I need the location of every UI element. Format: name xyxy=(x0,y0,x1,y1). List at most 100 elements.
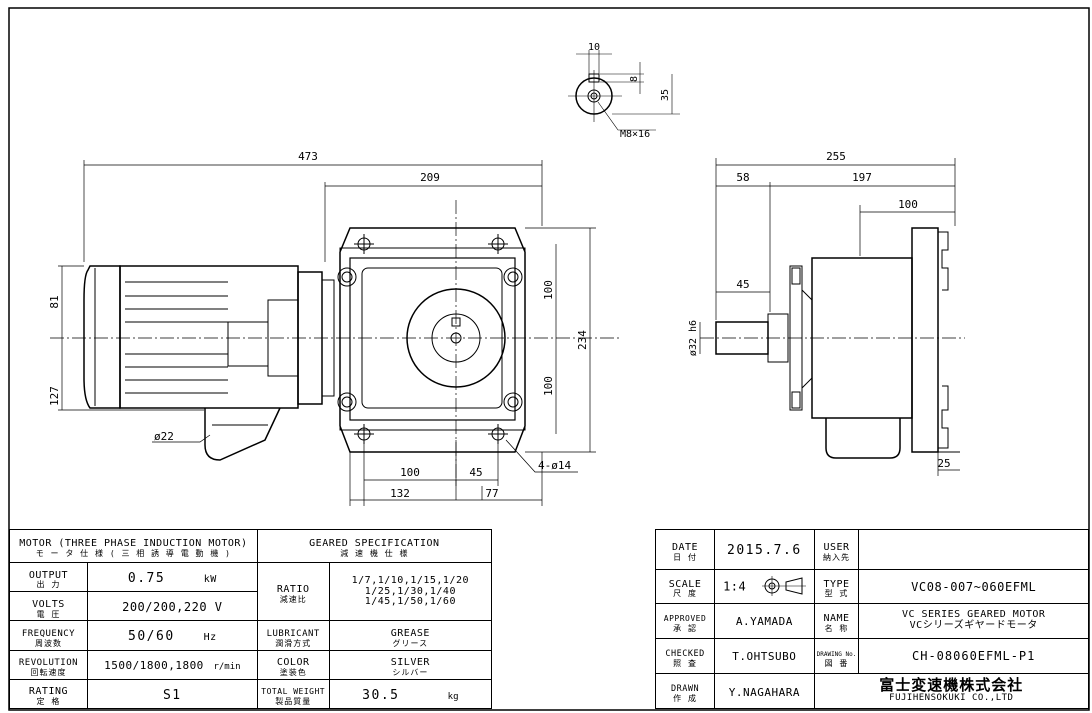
dim-shaft-len: 45 xyxy=(736,278,749,291)
date-label-en: DATE xyxy=(671,541,699,553)
freq-label-en: FREQUENCY xyxy=(21,628,76,639)
motor-header: MOTOR (THREE PHASE INDUCTION MOTOR)モ ー タ… xyxy=(9,528,258,564)
gear-header-en: GEARED SPECIFICATION xyxy=(309,538,440,550)
date-label-jp: 日 付 xyxy=(673,552,697,562)
ratio-label-jp: 減速比 xyxy=(279,595,307,605)
checked-label-en: CHECKED xyxy=(665,649,705,660)
dim-side-right: 197 xyxy=(852,171,872,184)
approved-value: A.YAMADA xyxy=(714,602,815,639)
volts-value: 200/200,220 V xyxy=(86,591,258,622)
dim-overall-length: 473 xyxy=(298,150,318,163)
checked-label-jp: 照 査 xyxy=(673,659,697,669)
lub-label-en: LUBRICANT xyxy=(266,628,320,639)
rev-label-jp: 回転速度 xyxy=(30,667,67,677)
gear-header-jp: 減 速 機 仕 様 xyxy=(340,549,409,559)
dim-side-flange: 100 xyxy=(898,198,918,211)
spec-table: MOTOR (THREE PHASE INDUCTION MOTOR)モ ー タ… xyxy=(9,528,493,710)
dim-foot-thick: 25 xyxy=(937,457,950,470)
checked-value-text: T.OHTSUBO xyxy=(732,650,797,664)
drawno-label-en: DRAWING No. xyxy=(816,651,857,659)
output-value-num: 0.75 xyxy=(127,570,166,586)
drawn-label-en: DRAWN xyxy=(670,684,700,695)
scale-value: 1:4 xyxy=(714,568,815,604)
dim-base-offset: 77 xyxy=(485,487,498,500)
dim-half-upper: 100 xyxy=(542,280,555,300)
approved-label-jp: 承 認 xyxy=(673,623,697,633)
drawn-value: Y.NAGAHARA xyxy=(714,672,815,710)
volts-value-text: 200/200,220 V xyxy=(122,600,223,614)
dim-side-left: 58 xyxy=(736,171,749,184)
color-value-jp: シルバー xyxy=(392,667,429,677)
dim-half-lower: 100 xyxy=(542,376,555,396)
type-label-jp: 型 式 xyxy=(824,589,849,599)
freq-label-jp: 周波数 xyxy=(34,638,62,648)
rating-label-en: RATING xyxy=(28,686,69,698)
weight-unit: kg xyxy=(447,691,459,702)
drawno-label: DRAWING No.図 番 xyxy=(813,637,860,674)
scale-label-en: SCALE xyxy=(668,578,702,590)
motor-header-en: MOTOR (THREE PHASE INDUCTION MOTOR) xyxy=(19,538,248,550)
side-view xyxy=(699,158,965,476)
dim-holes: 4-ø14 xyxy=(538,459,571,472)
front-view xyxy=(50,160,620,506)
dim-cable-dia: ø22 xyxy=(154,430,174,443)
freq-unit: Hz xyxy=(203,632,217,644)
weight-value: 30.5 kg xyxy=(328,678,493,710)
lub-value-en: GREASE xyxy=(390,627,430,639)
checked-value: T.OHTSUBO xyxy=(714,637,815,674)
name-label-jp: 名 称 xyxy=(824,623,849,633)
output-unit: kW xyxy=(203,573,217,585)
dim-key-depth: 8 xyxy=(629,76,640,82)
color-value-en: SILVER xyxy=(390,657,430,669)
company-name-jp: 富士変速機株式会社 xyxy=(879,676,1024,695)
date-value-text: 2015.7.6 xyxy=(727,542,802,558)
color-label-en: COLOR xyxy=(276,657,310,669)
freq-value: 50/60 Hz xyxy=(86,620,258,651)
ratio-line-2: 1/25,1/30,1/40 xyxy=(364,585,456,597)
name-value-en: VC SERIES GEARED MOTOR xyxy=(901,609,1046,621)
volts-label-jp: 電 圧 xyxy=(36,609,61,619)
dim-total-height: 234 xyxy=(576,330,589,350)
dim-mount-edge: 45 xyxy=(469,466,482,479)
drawno-value: CH-08060EFML-P1 xyxy=(858,637,1089,674)
user-label-jp: 納入先 xyxy=(823,552,850,562)
user-value xyxy=(858,529,1089,570)
projection-symbol-icon xyxy=(761,576,806,597)
weight-label-jp: 製品質量 xyxy=(275,697,312,707)
scale-label-jp: 尺 度 xyxy=(673,589,697,599)
ratio-label-en: RATIO xyxy=(276,584,310,596)
drawn-label-jp: 作 成 xyxy=(673,694,697,704)
dimension-labels: 473 209 81 127 100 100 234 100 45 132 77… xyxy=(48,42,951,500)
approved-value-text: A.YAMADA xyxy=(735,615,793,629)
type-label-en: TYPE xyxy=(823,578,850,590)
lub-value-jp: グリース xyxy=(392,638,429,648)
dim-height-lower: 127 xyxy=(48,386,61,406)
output-label-en: OUTPUT xyxy=(28,569,69,581)
scale-value-text: 1:4 xyxy=(723,579,747,594)
dim-base-length: 132 xyxy=(390,487,410,500)
motor-header-jp: モ ー タ 仕 様 ( 三 相 誘 導 電 動 機 ) xyxy=(35,549,231,559)
drawno-label-jp: 図 番 xyxy=(824,659,849,669)
dim-mount-spacing: 100 xyxy=(400,466,420,479)
rev-label-en: REVOLUTION xyxy=(18,658,79,669)
dim-side-width: 255 xyxy=(826,150,846,163)
